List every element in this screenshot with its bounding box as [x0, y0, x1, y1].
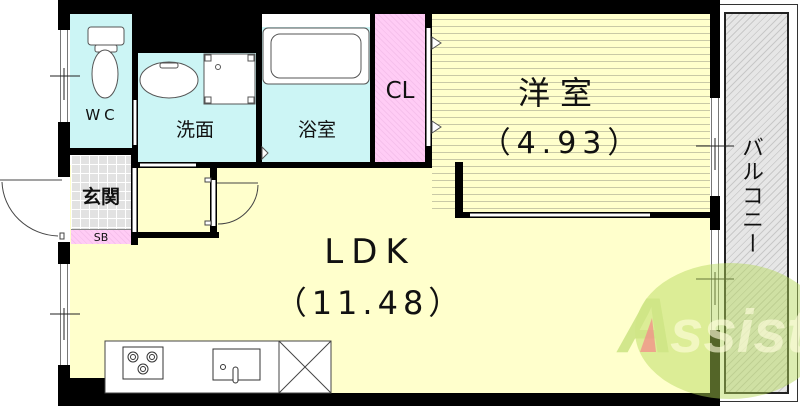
wall-left-a: [58, 122, 70, 177]
room-area-ldk: （11.48）: [274, 284, 466, 322]
room-label-shoe-box: SB: [93, 231, 109, 244]
wall-wc-right: [132, 13, 138, 163]
wall-right-mid: [710, 196, 720, 230]
wall-yoshitsu-left: [455, 162, 463, 217]
window-marks: [50, 68, 734, 340]
wall-washroom-top: [132, 13, 262, 53]
closet-hinge-icon: [431, 36, 442, 50]
assist-logo-watermark: A ssist: [616, 263, 800, 399]
corridor-door-frame: [211, 180, 216, 226]
entrance-step: [132, 168, 137, 232]
closet-floor: [375, 13, 425, 163]
bathtub-icon: [262, 27, 370, 85]
gas-stove-icon: [122, 346, 164, 380]
corridor-door-swing-icon: [204, 177, 259, 226]
wall-corridor-bottom: [131, 232, 219, 238]
bath-door-icon: [261, 145, 269, 161]
wall-wet-bottom: [132, 162, 432, 168]
sliding-door-yoshitsu[interactable]: [470, 213, 650, 217]
room-label-western-room: 洋室: [517, 74, 602, 112]
entrance-floor: [71, 155, 131, 230]
wall-wc-bottom: [70, 148, 138, 155]
room-area-western-room: （4.93）: [480, 126, 644, 161]
sliding-door-washroom[interactable]: [140, 163, 196, 167]
room-label-bathroom: 浴室: [297, 119, 336, 141]
wash-basin-icon: [139, 61, 199, 99]
room-label-toilet: WC: [85, 106, 119, 124]
wall-right-lower: [710, 330, 720, 406]
wall-left-b: [58, 242, 70, 264]
room-label-washroom: 洗面: [175, 119, 214, 141]
closet-hinge-icon: [431, 120, 442, 134]
entrance-door-swing-icon: [0, 179, 65, 240]
wall-top: [58, 0, 720, 14]
wall-bath-right: [370, 13, 375, 163]
wall-left-c: [58, 365, 70, 406]
toilet-icon: [87, 26, 125, 99]
room-label-closet: CL: [385, 78, 415, 104]
room-label-ldk: LDK: [324, 232, 416, 272]
entrance-sill: [62, 178, 70, 242]
washing-machine-space-icon: [203, 53, 256, 105]
room-label-balcony: バルコニー: [738, 136, 763, 256]
wall-bottom: [58, 393, 720, 406]
room-label-entrance: 玄関: [81, 186, 120, 208]
western-room-floor: [432, 13, 710, 213]
wall-kitchen-corner: [70, 378, 105, 396]
svg-text:ssist: ssist: [670, 298, 800, 365]
shoe-box-floor: [71, 229, 131, 244]
svg-text:A: A: [616, 281, 674, 369]
wall-right-upper: [710, 0, 720, 98]
wall-left-top: [58, 0, 70, 30]
closet-door[interactable]: [426, 28, 431, 146]
kitchen-sink-icon: [212, 348, 261, 384]
sliding-door-wc[interactable]: [133, 100, 137, 145]
balcony-floor: [724, 12, 789, 394]
wall-bath-left: [256, 13, 262, 163]
